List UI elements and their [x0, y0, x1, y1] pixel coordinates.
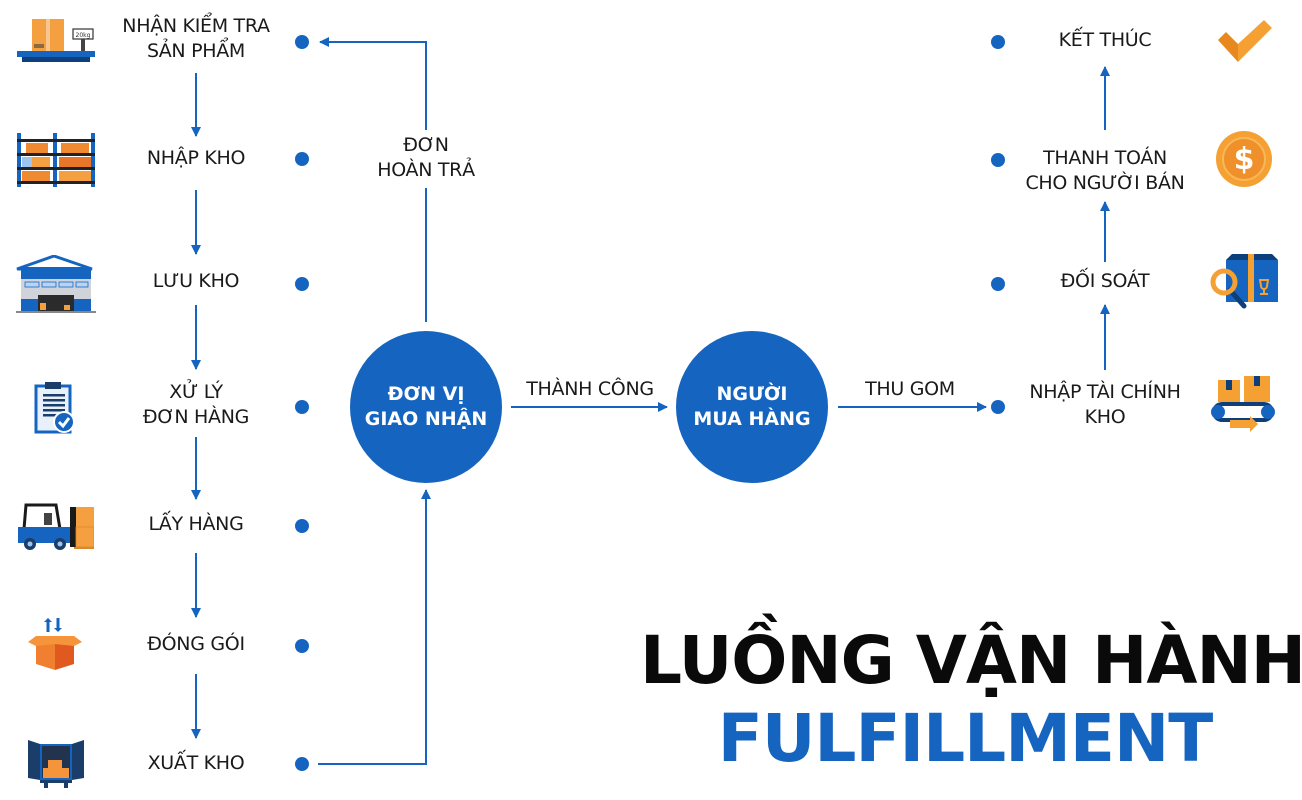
step-label-line2: ĐƠN HÀNG: [142, 406, 250, 428]
node-dot: [991, 35, 1005, 49]
step-label-line1: ĐỐI SOÁT: [1060, 270, 1150, 292]
box-inspection-icon: [1210, 254, 1278, 309]
hub-carrier: ĐƠN VỊ GIAO NHẬN: [350, 331, 502, 483]
node-dot: [295, 152, 309, 166]
node-dot: [991, 277, 1005, 291]
arrow-return-to-inspection: [319, 37, 427, 130]
hub-buyer: NGƯỜI MUA HÀNG: [676, 331, 828, 483]
step-label-line2: SẢN PHẨM: [146, 40, 246, 62]
step-label-line2: KHO: [1084, 406, 1126, 428]
step-label-line1: XỬ LÝ: [169, 381, 223, 403]
svg-text:$: $: [1234, 142, 1255, 177]
conveyor-boxes-icon: [1211, 376, 1275, 432]
title-line2: FULFILLMENT: [717, 700, 1214, 777]
arrow-export-to-carrier: [318, 489, 431, 765]
step-seller-payment: THANH TOÁN CHO NGƯỜI BÁN: [1005, 146, 1205, 196]
edge-label-collect: THU GOM: [865, 378, 955, 400]
hub-label-line2: GIAO NHẬN: [364, 408, 488, 430]
title-line1: LUỒNG VẬN HÀNH: [640, 622, 1302, 699]
edge-label-success: THÀNH CÔNG: [526, 378, 654, 400]
step-label-line1: ĐÓNG GÓI: [147, 633, 245, 655]
hub-label-line1: NGƯỜI: [716, 383, 788, 405]
step-storage: LƯU KHO: [96, 269, 296, 294]
step-label-line2: CHO NGƯỜI BÁN: [1025, 172, 1185, 194]
step-finance-entry: NHẬP TÀI CHÍNH KHO: [1005, 380, 1205, 430]
step-label-line1: KẾT THÚC: [1058, 29, 1152, 51]
warehouse-building-icon: [16, 255, 96, 313]
step-label-line1: NHẬN KIỂM TRA: [122, 15, 270, 37]
node-dot: [991, 400, 1005, 414]
step-label-line1: THANH TOÁN: [1043, 147, 1167, 169]
checkmark-icon: [1218, 20, 1272, 62]
dollar-coin-icon: $: [1216, 131, 1272, 187]
forklift-icon: [18, 503, 94, 550]
step-finish: KẾT THÚC: [1005, 28, 1205, 53]
svg-text:20kg: 20kg: [76, 32, 91, 39]
hub-label-line1: ĐƠN VỊ: [387, 383, 465, 405]
step-label-line1: NHẬP TÀI CHÍNH: [1029, 381, 1181, 403]
node-dot: [295, 400, 309, 414]
step-label-line1: LƯU KHO: [152, 270, 240, 292]
node-dot: [295, 757, 309, 771]
node-dot: [991, 153, 1005, 167]
return-order-label: ĐƠN HOÀN TRẢ: [346, 133, 506, 183]
step-reconciliation: ĐỐI SOÁT: [1005, 269, 1205, 294]
scale-with-box-icon: 20kg: [17, 19, 95, 62]
truck-loading-icon: [28, 740, 84, 788]
step-picking: LẤY HÀNG: [96, 512, 296, 537]
hub-label-line2: MUA HÀNG: [693, 408, 811, 430]
step-inbound: NHẬP KHO: [96, 146, 296, 171]
open-box-icon: [28, 618, 82, 670]
warehouse-shelves-icon: [17, 133, 95, 187]
step-label-line1: NHẬP KHO: [146, 147, 246, 169]
step-label-line1: LẤY HÀNG: [148, 513, 244, 535]
clipboard-check-icon: [34, 382, 75, 434]
step-label-line1: XUẤT KHO: [147, 752, 245, 774]
node-dot: [295, 639, 309, 653]
node-dot: [295, 277, 309, 291]
return-label-line2: HOÀN TRẢ: [377, 159, 475, 181]
step-outbound: XUẤT KHO: [96, 751, 296, 776]
step-packing: ĐÓNG GÓI: [96, 632, 296, 657]
step-product-inspection: NHẬN KIỂM TRA SẢN PHẨM: [96, 14, 296, 64]
node-dot: [295, 519, 309, 533]
step-order-processing: XỬ LÝ ĐƠN HÀNG: [96, 380, 296, 430]
return-label-line1: ĐƠN: [403, 134, 449, 156]
node-dot: [295, 35, 309, 49]
